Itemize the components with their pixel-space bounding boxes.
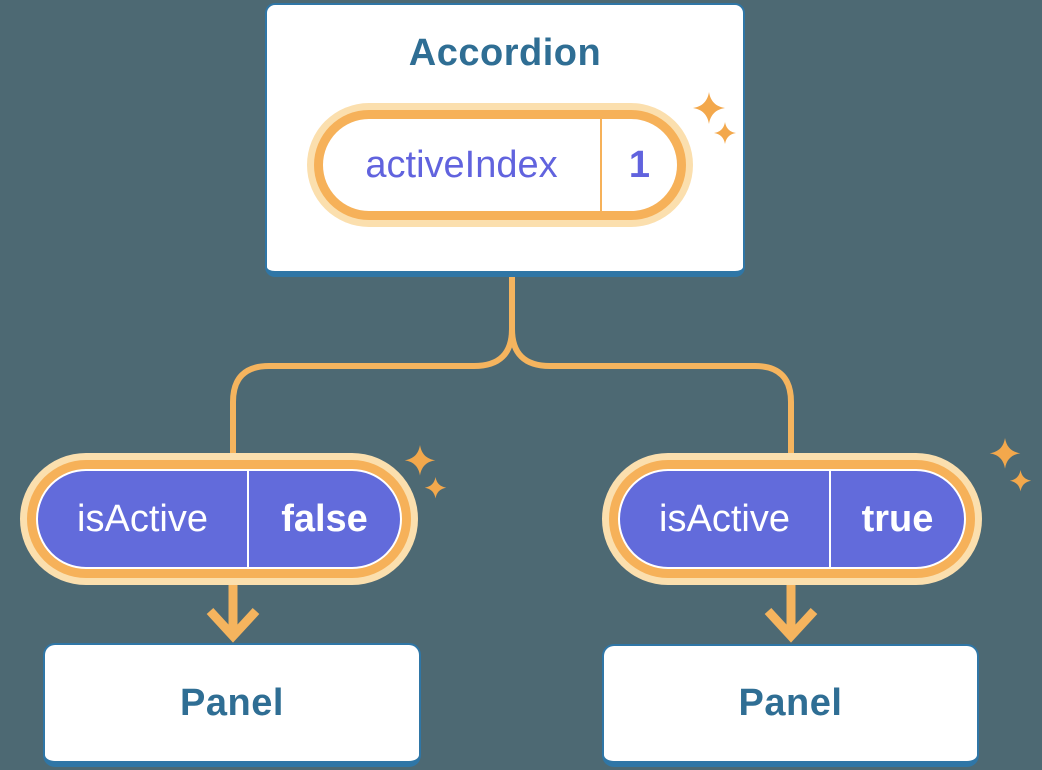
panel-card-right: Panel <box>602 644 979 767</box>
prop-pill-core: isActive true <box>618 469 966 569</box>
accordion-title: Accordion <box>408 32 602 74</box>
arrow-right-head <box>764 607 818 643</box>
prop-pill-isactive-true: isActive true <box>602 453 982 585</box>
arrow-left-head <box>206 607 260 643</box>
sparkle-icon <box>404 445 447 499</box>
prop-pill-ring: isActive true <box>609 460 975 578</box>
state-pill-label: activeIndex <box>365 143 558 186</box>
prop-pill-ring: isActive false <box>27 460 411 578</box>
state-pill-divider <box>600 119 602 211</box>
prop-pill-divider <box>247 471 249 567</box>
state-pill-activeindex: activeIndex 1 <box>307 103 693 227</box>
connector-branch-left <box>230 328 515 456</box>
state-pill-ring: activeIndex 1 <box>314 110 686 220</box>
state-pill-value: 1 <box>628 143 651 186</box>
prop-pill-isactive-false: isActive false <box>20 453 418 585</box>
sparkle-icon <box>693 92 736 144</box>
prop-pill-divider <box>829 471 831 567</box>
state-pill-core: activeIndex 1 <box>323 119 677 211</box>
prop-pill-core: isActive false <box>36 469 402 569</box>
prop-pill-label: isActive <box>77 497 208 540</box>
panel-title: Panel <box>180 681 284 724</box>
panel-title: Panel <box>738 682 843 724</box>
connector-branch-right <box>509 328 794 456</box>
sparkle-icon <box>989 438 1032 492</box>
panel-card-left: Panel <box>43 643 421 767</box>
prop-pill-label: isActive <box>659 497 790 540</box>
prop-pill-value: true <box>861 497 934 540</box>
prop-pill-value: false <box>281 497 368 540</box>
